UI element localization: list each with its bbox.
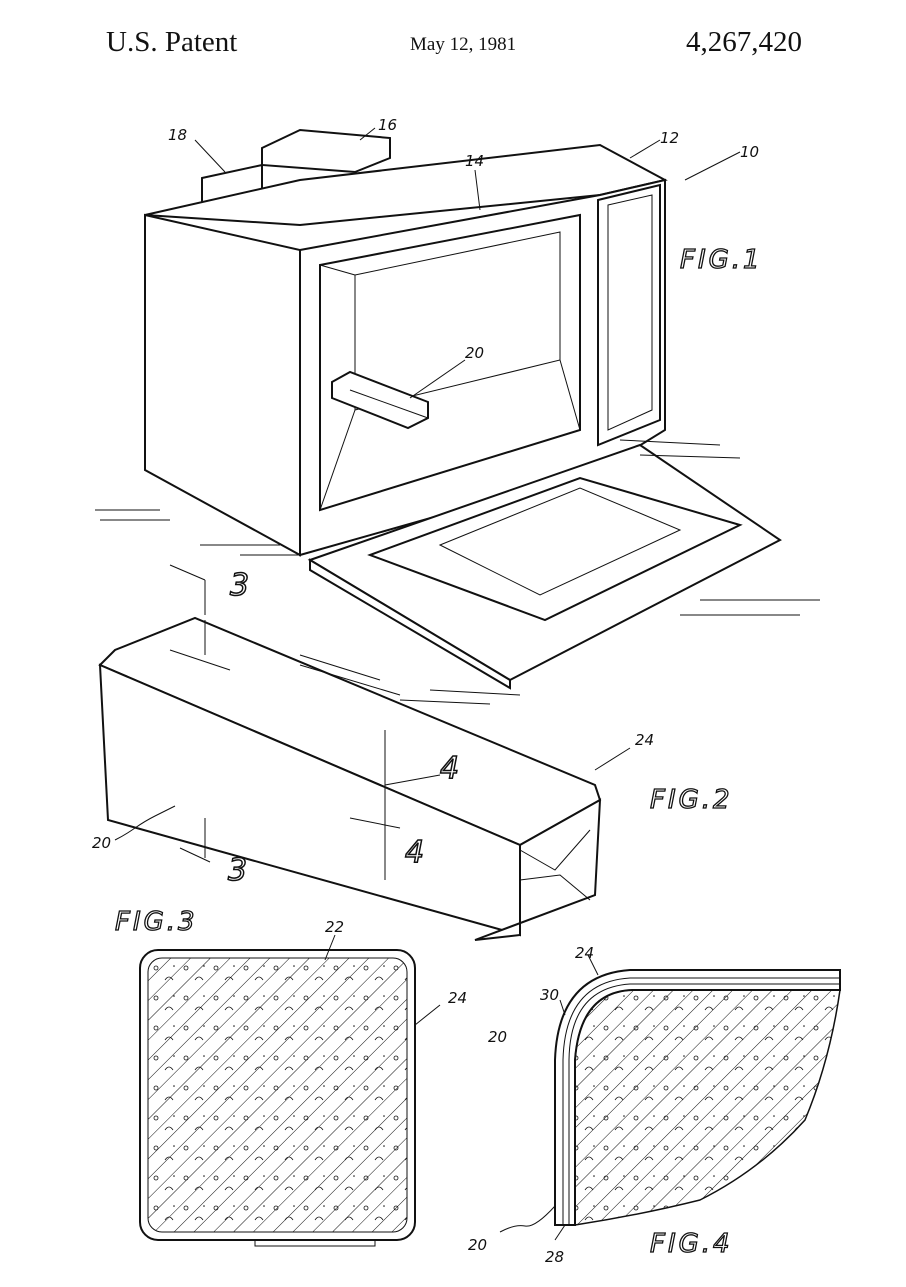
- fig1-oven-drawing: [95, 127, 820, 705]
- fig3-title: FIG.3: [115, 907, 198, 937]
- label-24-fig3: 24: [448, 989, 467, 1007]
- patent-label: U.S. Patent: [106, 26, 238, 58]
- patent-number: 4,267,420: [686, 26, 802, 58]
- fig2-title: FIG.2: [650, 785, 733, 815]
- fig4-title: FIG.4: [650, 1229, 733, 1259]
- label-28: 28: [545, 1248, 564, 1266]
- patent-date: May 12, 1981: [410, 34, 517, 55]
- label-16: 16: [378, 116, 397, 134]
- label-20-fig3: 20: [488, 1028, 507, 1046]
- label-24-fig4: 24: [575, 944, 594, 962]
- label-30: 30: [540, 986, 559, 1004]
- label-20-fig4: 20: [468, 1236, 487, 1254]
- fig2-bar-drawing: [98, 564, 631, 941]
- label-20-fig2: 20: [92, 834, 111, 852]
- label-12: 12: [660, 129, 679, 147]
- fig3-section-drawing: [139, 934, 441, 1247]
- section-4-bottom: 4: [405, 835, 424, 870]
- section-3-bottom: 3: [228, 853, 247, 888]
- label-10: 10: [740, 143, 759, 161]
- fig1-title: FIG.1: [680, 245, 763, 275]
- section-4-top: 4: [440, 751, 459, 786]
- label-20-fig1: 20: [465, 344, 484, 362]
- label-22: 22: [325, 918, 344, 936]
- fig4-detail-drawing: [499, 954, 841, 1241]
- label-24-fig2: 24: [635, 731, 654, 749]
- label-18: 18: [168, 126, 187, 144]
- section-3-top: 3: [230, 568, 249, 603]
- label-14: 14: [465, 152, 484, 170]
